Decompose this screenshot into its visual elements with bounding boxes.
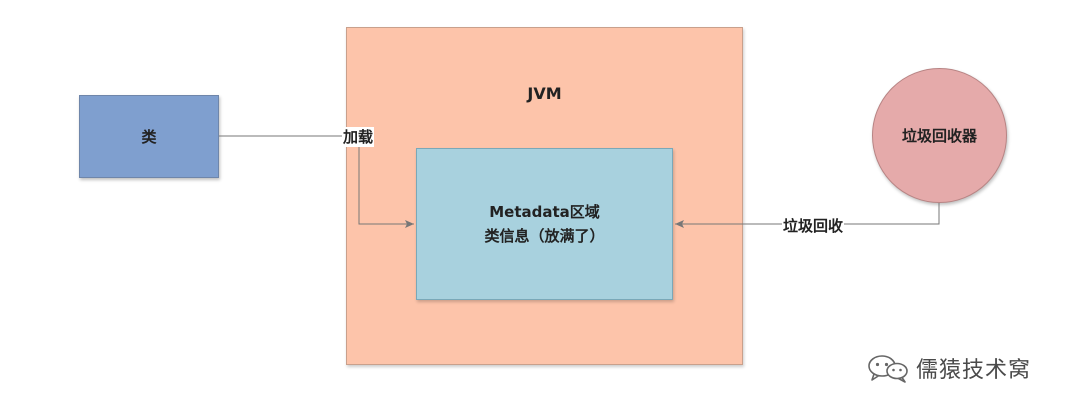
wechat-icon (868, 355, 908, 383)
watermark: 儒猿技术窝 (866, 352, 1031, 384)
garbage-collector-node: 垃圾回收器 (872, 68, 1007, 203)
class-node-label: 类 (141, 128, 157, 146)
metadata-title: Metadata区域 (489, 203, 600, 221)
class-node: 类 (79, 95, 219, 178)
metadata-subtitle: 类信息（放满了） (484, 227, 605, 245)
gc-arrow (675, 203, 940, 228)
load-arrow (219, 135, 414, 228)
watermark-text: 儒猿技术窝 (916, 358, 1032, 383)
metadata-area-node: Metadata区域 类信息（放满了） (416, 148, 673, 300)
load-edge-label: 加载 (342, 127, 375, 147)
gc-edge-label: 垃圾回收 (782, 216, 845, 236)
garbage-collector-label: 垃圾回收器 (901, 127, 977, 145)
jvm-label: JVM (527, 84, 562, 103)
